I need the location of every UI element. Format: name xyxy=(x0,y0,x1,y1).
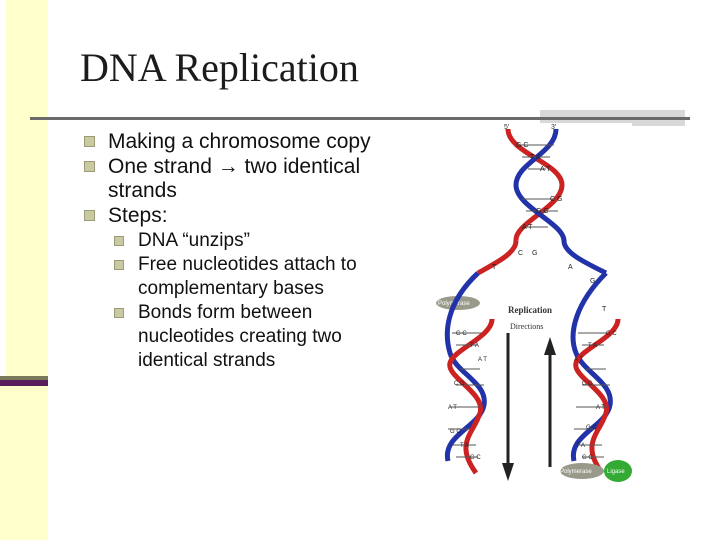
right-pair-labels: G C T A A T C G A T G C T A G C xyxy=(574,331,617,461)
pair-label: T A xyxy=(470,343,479,349)
pair-label: T A xyxy=(588,343,597,349)
slide-title: DNA Replication xyxy=(80,45,359,90)
enzyme-label-polymerase-bottom: Polymerase xyxy=(560,469,592,475)
bullet-item: One strand → two identical strands xyxy=(84,155,384,203)
pair-label: T A xyxy=(460,443,469,449)
left-pair-labels: G C T A A T C G A T G C T A G C xyxy=(448,331,487,461)
pair-label: T A xyxy=(530,154,541,161)
base-label: A xyxy=(568,264,573,271)
sub-bullet-item: DNA “unzips” xyxy=(84,229,384,253)
replication-heading: Replication xyxy=(508,305,552,315)
sub-bullet-item: Bonds form between nucleotides creating … xyxy=(84,301,384,373)
sub-bullet-item: Free nucleotides attach to complementary… xyxy=(84,253,384,301)
base-label: T xyxy=(602,306,607,313)
bullet-item: Steps: xyxy=(84,204,384,228)
polymerase-enzyme-bottom xyxy=(560,463,604,479)
pair-label: A T xyxy=(596,405,605,411)
pair-label: C G xyxy=(550,196,562,203)
end-label-3prime: 3' xyxy=(551,124,556,131)
left-base-pairs xyxy=(448,332,484,458)
arrow-head-down-icon xyxy=(502,463,514,481)
pair-label: G C xyxy=(582,455,593,461)
square-bullet-icon xyxy=(84,161,95,172)
arrow-head-up-icon xyxy=(544,337,556,355)
bullet-list: Making a chromosome copy One strand → tw… xyxy=(84,130,384,373)
pair-label: A T xyxy=(540,166,551,173)
right-helix-strand-red xyxy=(573,318,621,475)
square-bullet-icon xyxy=(114,260,124,270)
slide-sidebar xyxy=(0,0,48,540)
base-label: C xyxy=(518,250,523,257)
pair-label: C G xyxy=(582,381,593,387)
dna-replication-diagram: 5' 3' G C T A A T C G G C A T T C G G A … xyxy=(436,123,632,483)
title-rule xyxy=(30,117,690,120)
unpaired-bases: T C G G A T xyxy=(492,250,607,313)
bullet-item: Making a chromosome copy xyxy=(84,130,384,154)
pair-label: G C xyxy=(456,331,467,337)
top-helix-strand-blue xyxy=(513,128,567,242)
base-label: T xyxy=(492,264,497,271)
pair-label: A T xyxy=(574,357,583,363)
pair-label: G C xyxy=(450,429,461,435)
pair-label: A T xyxy=(522,224,533,231)
bullet-text: Steps: xyxy=(108,204,168,227)
top-helix-strand-blue-2 xyxy=(561,240,608,276)
pair-label: G C xyxy=(516,142,528,149)
sub-bullet-text: Free nucleotides attach to complementary… xyxy=(138,254,357,299)
top-pair-labels: G C T A A T C G G C A T xyxy=(516,142,562,231)
left-helix-strand-blue xyxy=(444,271,487,462)
pair-label: G C xyxy=(470,455,481,461)
bullet-text: Making a chromosome copy xyxy=(108,130,371,153)
pair-label: G C xyxy=(536,208,548,215)
square-bullet-icon xyxy=(84,210,95,221)
directions-heading: Directions xyxy=(510,322,543,331)
square-bullet-icon xyxy=(114,236,124,246)
end-label-5prime: 5' xyxy=(504,124,509,131)
pair-label: T A xyxy=(576,443,585,449)
pair-label: C G xyxy=(454,381,465,387)
ligase-enzyme xyxy=(604,460,632,482)
right-base-pairs xyxy=(574,332,610,458)
bullet-text: One strand → two identical strands xyxy=(108,155,361,202)
enzyme-label-ligase: Ligase xyxy=(607,469,625,475)
sidebar-accent xyxy=(0,0,6,380)
left-helix-strand-red xyxy=(447,318,495,475)
top-base-pairs xyxy=(518,144,558,228)
sidebar-divider-bottom xyxy=(0,380,48,386)
top-helix-strand-red xyxy=(505,128,565,242)
sub-bullet-text: Bonds form between nucleotides creating … xyxy=(138,302,342,371)
pair-label: A T xyxy=(448,405,457,411)
pair-label: A T xyxy=(478,357,487,363)
pair-label: G C xyxy=(586,425,597,431)
sidebar-divider-top xyxy=(0,376,48,380)
top-helix-strand-red-2 xyxy=(476,240,519,276)
square-bullet-icon xyxy=(84,136,95,147)
polymerase-enzyme-top xyxy=(436,296,480,310)
sub-bullet-text: DNA “unzips” xyxy=(138,230,250,251)
base-label: G xyxy=(590,278,595,285)
pair-label: G C xyxy=(606,331,617,337)
square-bullet-icon xyxy=(114,308,124,318)
right-helix-strand-blue xyxy=(570,271,613,462)
base-label: G xyxy=(532,250,537,257)
